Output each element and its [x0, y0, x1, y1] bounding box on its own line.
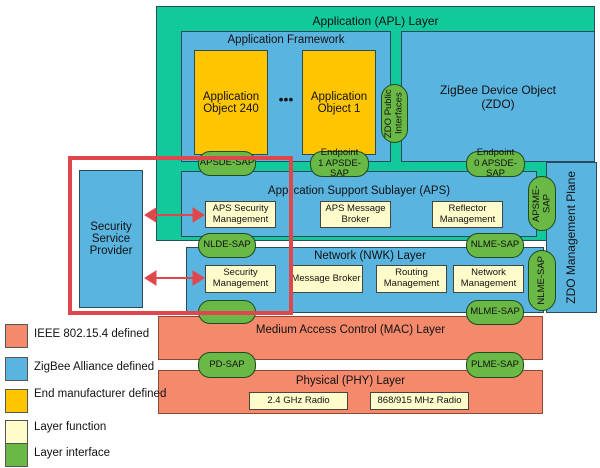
highlight-box: [68, 156, 293, 315]
apsme-sap[interactable]: APSME-SAP: [528, 176, 556, 231]
arrow-nwk-security: [144, 270, 205, 286]
legend-label-zigbee: ZigBee Alliance defined: [34, 361, 155, 373]
legend-label-interface: Layer interface: [34, 447, 111, 459]
nlme-sap[interactable]: NLME-SAP: [466, 233, 524, 258]
legend-label-function: Layer function: [34, 421, 107, 433]
radio-2-4ghz[interactable]: 2.4 GHz Radio: [249, 392, 348, 410]
ellipsis: •••: [278, 91, 294, 107]
nwk-message-broker[interactable]: Message Broker: [289, 265, 363, 293]
framework-title: Application Framework: [227, 34, 345, 46]
legend-swatch-function: [5, 420, 28, 444]
apsde-sap[interactable]: APSDE-SAP: [198, 151, 256, 176]
security-service-provider[interactable]: Security Service Provider: [79, 170, 143, 308]
zdo-box[interactable]: ZigBee Device Object(ZDO): [401, 31, 595, 162]
plme-sap[interactable]: PLME-SAP: [466, 352, 524, 378]
legend-swatch-ieee: [5, 324, 28, 348]
zdo-public-interfaces[interactable]: ZDO Public Interfaces: [381, 84, 408, 143]
mac-title: Medium Access Control (MAC) Layer: [255, 324, 446, 336]
application-object-1[interactable]: Application Object 1: [302, 50, 376, 155]
application-object-240[interactable]: Application Object 240: [194, 50, 268, 155]
nlme-sap-vertical[interactable]: NLME-SAP: [528, 250, 556, 311]
pd-sap[interactable]: PD-SAP: [198, 352, 256, 378]
reflector-management[interactable]: Reflector Management: [432, 201, 503, 228]
nwk-title: Network (NWK) Layer: [314, 250, 426, 262]
aps-security-management[interactable]: APS Security Management: [205, 201, 276, 228]
arrow-aps-security: [144, 207, 205, 223]
legend-swatch-zigbee: [5, 357, 28, 381]
routing-management[interactable]: Routing Management: [376, 265, 447, 293]
endpoint1-apsde-sap[interactable]: Endpoint 1 APSDE-SAP: [310, 148, 369, 179]
legend-label-manufacturer: End manufacturer defined: [34, 388, 167, 400]
endpoint0-apsde-sap[interactable]: Endpoint 0 APSDE-SAP: [466, 148, 525, 179]
aps-message-broker[interactable]: APS Message Broker: [320, 201, 391, 228]
legend-label-ieee: IEEE 802.15.4 defined: [34, 328, 150, 340]
nwk-security-management[interactable]: Security Management: [205, 265, 276, 293]
legend-swatch-manufacturer: [5, 389, 28, 413]
legend-swatch-interface: [5, 443, 28, 467]
network-management[interactable]: Network Management: [453, 265, 524, 293]
radio-868-915mhz[interactable]: 868/915 MHz Radio: [370, 392, 469, 410]
phy-title: Physical (PHY) Layer: [295, 375, 406, 387]
mlme-sap[interactable]: MLME-SAP: [466, 300, 524, 325]
apl-title: Application (APL) Layer: [312, 14, 439, 28]
aps-title: Application Support Sublayer (APS): [267, 185, 451, 197]
nlde-sap[interactable]: NLDE-SAP: [198, 233, 256, 258]
